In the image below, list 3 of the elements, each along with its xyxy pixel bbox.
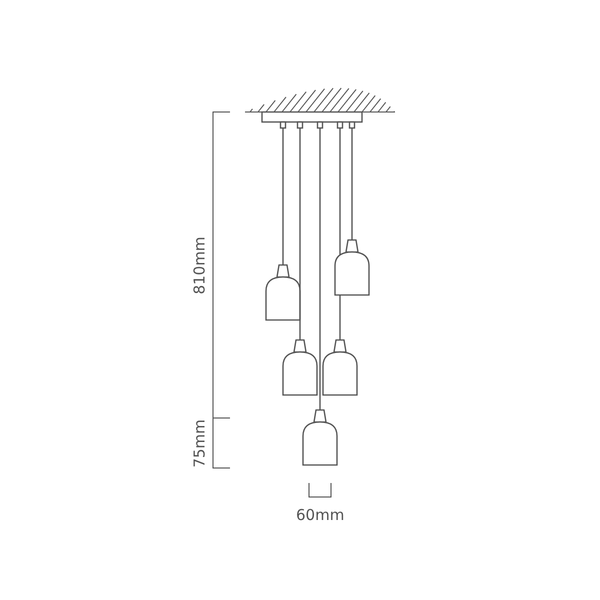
- dimension-label: 810mm: [192, 236, 208, 294]
- dimension-label: 60mm: [296, 508, 344, 522]
- dimension-label: 75mm: [192, 418, 208, 468]
